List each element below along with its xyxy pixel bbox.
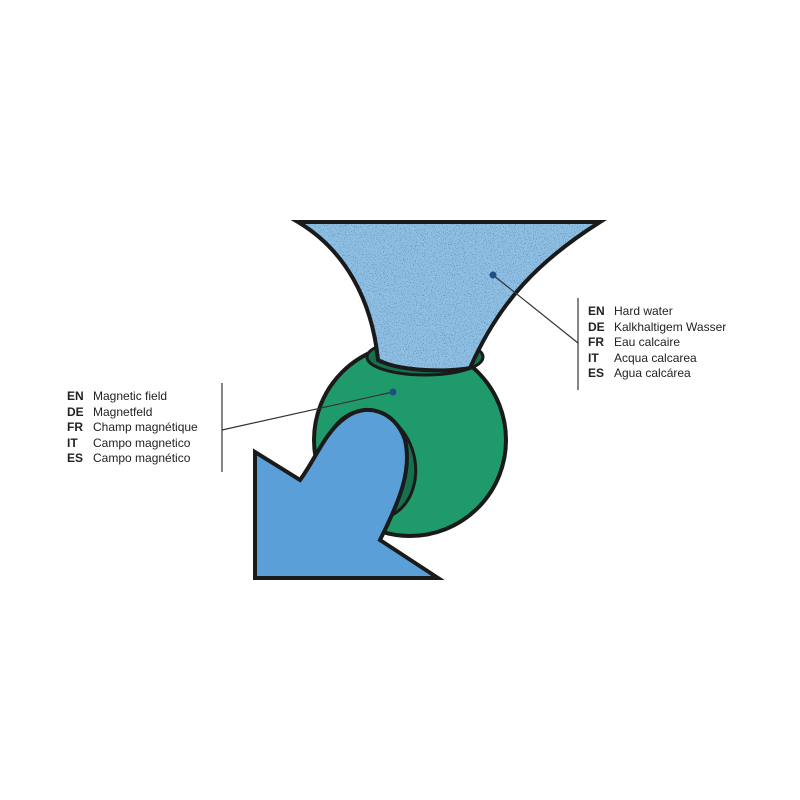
hard-water-dot [489,271,497,279]
legend-row: FR Champ magnétique [67,420,198,436]
lang-code: FR [588,335,604,349]
legend-row: IT Campo magnetico [67,436,198,452]
legend-text: Magnetic field [93,389,168,403]
soft-water-arrow [253,408,445,580]
legend-text: Magnetfeld [93,404,153,419]
lang-code: ES [588,366,605,380]
funnel-outline [290,220,607,373]
legend-text: Acqua calcarea [614,350,697,365]
lang-code: FR [67,420,83,434]
lang-code: DE [67,404,84,419]
legend-row: EN Magnetic field [67,389,198,405]
legend-row: DE Magnetfeld [67,405,198,421]
lang-code: EN [67,389,84,403]
hard-water-leader [492,274,579,344]
lang-code: IT [67,435,78,450]
magnetic-field-leader [221,391,394,431]
legend-row: EN Hard water [588,304,726,320]
lang-code: EN [588,304,605,318]
legend-text: Kalkhaltigem Wasser [614,319,727,334]
magnetic-field-legend: EN Magnetic field DE Magnetfeld FR Champ ma… [67,389,198,467]
legend-text: Campo magnético [93,451,191,465]
legend-text: Agua calcárea [614,366,691,380]
hard-water-legend: EN Hard water DE Kalkhaltigem Wasser FR Eau… [588,304,726,382]
legend-row: ES Campo magnético [67,451,198,467]
legend-row: IT Acqua calcarea [588,351,726,367]
legend-row: FR Eau calcaire [588,335,726,351]
magnetic-field-dot [389,388,397,396]
lang-code: DE [588,319,605,334]
legend-text: Champ magnétique [93,420,198,434]
legend-text: Campo magnetico [93,435,191,450]
legend-row: DE Kalkhaltigem Wasser [588,320,726,336]
lang-code: ES [67,451,84,465]
hard-water-funnel [298,222,600,371]
legend-text: Eau calcaire [614,335,681,349]
lang-code: IT [588,350,599,365]
legend-text: Hard water [614,304,673,318]
legend-row: ES Agua calcárea [588,366,726,382]
